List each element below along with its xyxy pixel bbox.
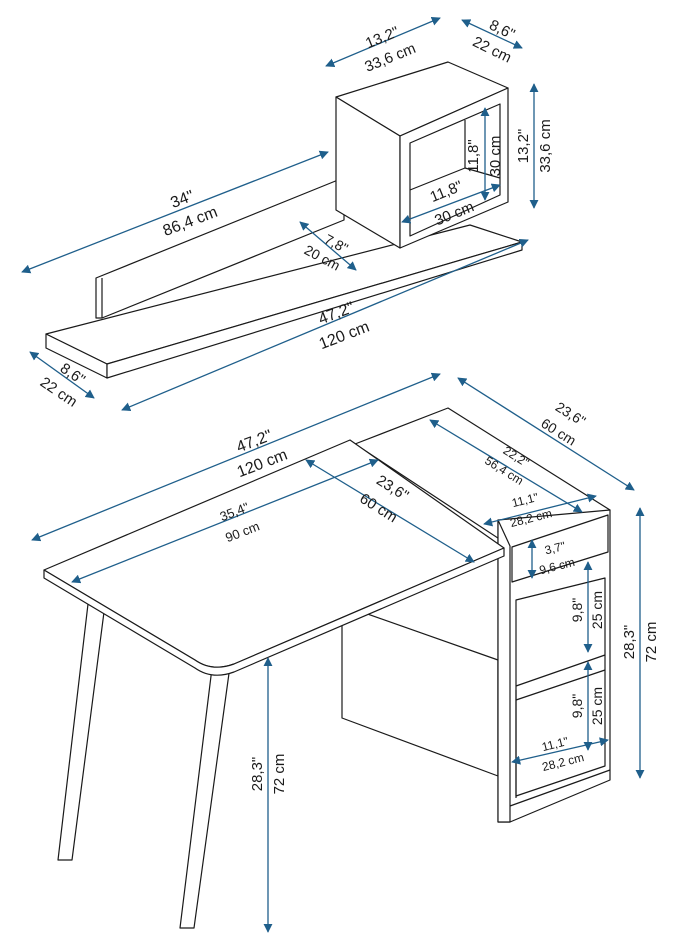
label-cabinet-height-cm: 72 cm — [643, 622, 660, 663]
label-box-height-cm: 33,6 cm — [537, 119, 554, 172]
desk-back-panel — [341, 604, 499, 777]
label-inner-width-in: 11,1" — [510, 490, 539, 510]
cabinet-side — [497, 519, 511, 823]
desk-top-edge — [43, 547, 505, 676]
label-leg-height-in: 28,3" — [249, 757, 266, 792]
label-bottom-width-in: 11,1" — [540, 734, 569, 754]
desk-leg-left — [57, 603, 105, 861]
label-cabinet-height-in: 28,3" — [621, 625, 638, 660]
label-back-length-in: 34" — [168, 188, 196, 212]
label-inner-height-in: 11,8" — [465, 139, 482, 172]
label-inner-height-cm: 30 cm — [487, 136, 504, 177]
label-leg-height-cm: 72 cm — [271, 754, 288, 795]
label-shelf2-height-in: 9,8" — [569, 694, 585, 718]
label-box-height-in: 13,2" — [515, 129, 532, 164]
desk — [43, 407, 611, 929]
label-drawer-height-in: 3,7" — [543, 539, 567, 558]
label-shelf-height-in: 9,8" — [569, 598, 585, 622]
label-shelf-height-cm: 25 cm — [589, 591, 605, 629]
desk-leg-right — [179, 665, 231, 929]
dimension-lines — [21, 16, 645, 933]
label-shelf2-height-cm: 25 cm — [589, 687, 605, 725]
